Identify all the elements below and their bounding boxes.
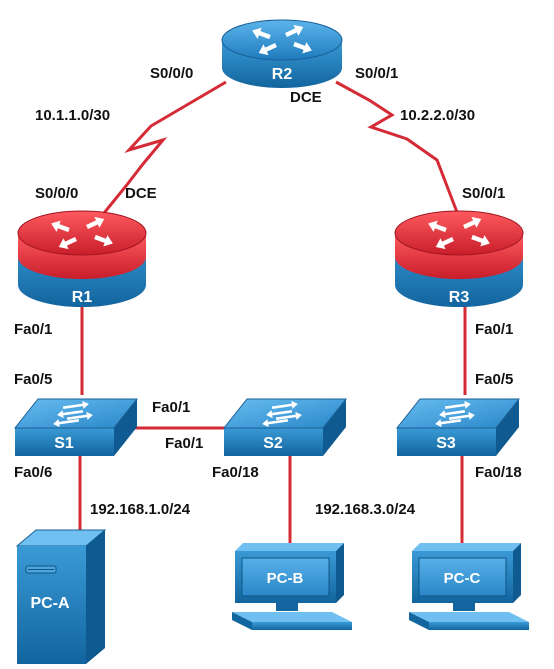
- label-r3-s0-0-1: S0/0/1: [462, 185, 505, 202]
- label-net-r2-r3: 10.2.2.0/30: [400, 107, 475, 124]
- label-s3-fa0-5: Fa0/5: [475, 371, 513, 388]
- label-s2-fa0-18: Fa0/18: [212, 464, 259, 481]
- device-label-s1: S1: [54, 435, 74, 452]
- device-label-pc-b: PC-B: [267, 570, 304, 587]
- label-r2-dce: DCE: [290, 89, 322, 106]
- label-r1-dce: DCE: [125, 185, 157, 202]
- desktop-pc-icon: [409, 543, 529, 630]
- label-r2-s0-0-0: S0/0/0: [150, 65, 193, 82]
- serial-link-r2-r3: [335, 80, 462, 221]
- label-r1-fa0-1: Fa0/1: [14, 321, 52, 338]
- interface-labels: S0/0/0 S0/0/1 DCE 10.1.1.0/30 10.2.2.0/3…: [14, 65, 522, 518]
- server-tower-icon: [15, 529, 107, 664]
- switch-icon: [13, 398, 139, 456]
- router-r1[interactable]: R1: [17, 210, 147, 307]
- switch-icon: [222, 398, 348, 456]
- switch-s1[interactable]: S1: [13, 398, 139, 456]
- device-label-s2: S2: [263, 435, 283, 452]
- router-r2[interactable]: R2: [221, 19, 343, 88]
- serial-link-r1-r2: [98, 80, 227, 219]
- label-r1-s0-0-0: S0/0/0: [35, 185, 78, 202]
- router-icon: [221, 19, 343, 88]
- label-s1-fa0-6: Fa0/6: [14, 464, 52, 481]
- label-s3-fa0-18: Fa0/18: [475, 464, 522, 481]
- device-label-pc-a: PC-A: [30, 595, 70, 612]
- router-r3[interactable]: R3: [394, 210, 524, 307]
- device-label-r1: R1: [72, 289, 93, 306]
- label-r3-fa0-1: Fa0/1: [475, 321, 513, 338]
- pc-b[interactable]: PC-B: [232, 543, 352, 630]
- pc-a[interactable]: PC-A: [15, 529, 107, 664]
- pc-c[interactable]: PC-C: [409, 543, 529, 630]
- desktop-pc-icon: [232, 543, 352, 630]
- links: [78, 80, 467, 550]
- router-icon: [17, 210, 147, 307]
- router-icon: [394, 210, 524, 307]
- label-lan-1: 192.168.1.0/24: [90, 501, 191, 518]
- switch-icon: [395, 398, 521, 456]
- switch-s2[interactable]: S2: [222, 398, 348, 456]
- label-lan-3: 192.168.3.0/24: [315, 501, 416, 518]
- device-label-s3: S3: [436, 435, 456, 452]
- label-r2-s0-0-1: S0/0/1: [355, 65, 398, 82]
- label-net-r1-r2: 10.1.1.0/30: [35, 107, 110, 124]
- label-s2-fa0-1: Fa0/1: [165, 435, 203, 452]
- device-label-pc-c: PC-C: [444, 570, 481, 587]
- label-s1-fa0-1: Fa0/1: [152, 399, 190, 416]
- device-label-r3: R3: [449, 289, 470, 306]
- label-s1-fa0-5: Fa0/5: [14, 371, 52, 388]
- device-label-r2: R2: [272, 66, 293, 83]
- switch-s3[interactable]: S3: [395, 398, 521, 456]
